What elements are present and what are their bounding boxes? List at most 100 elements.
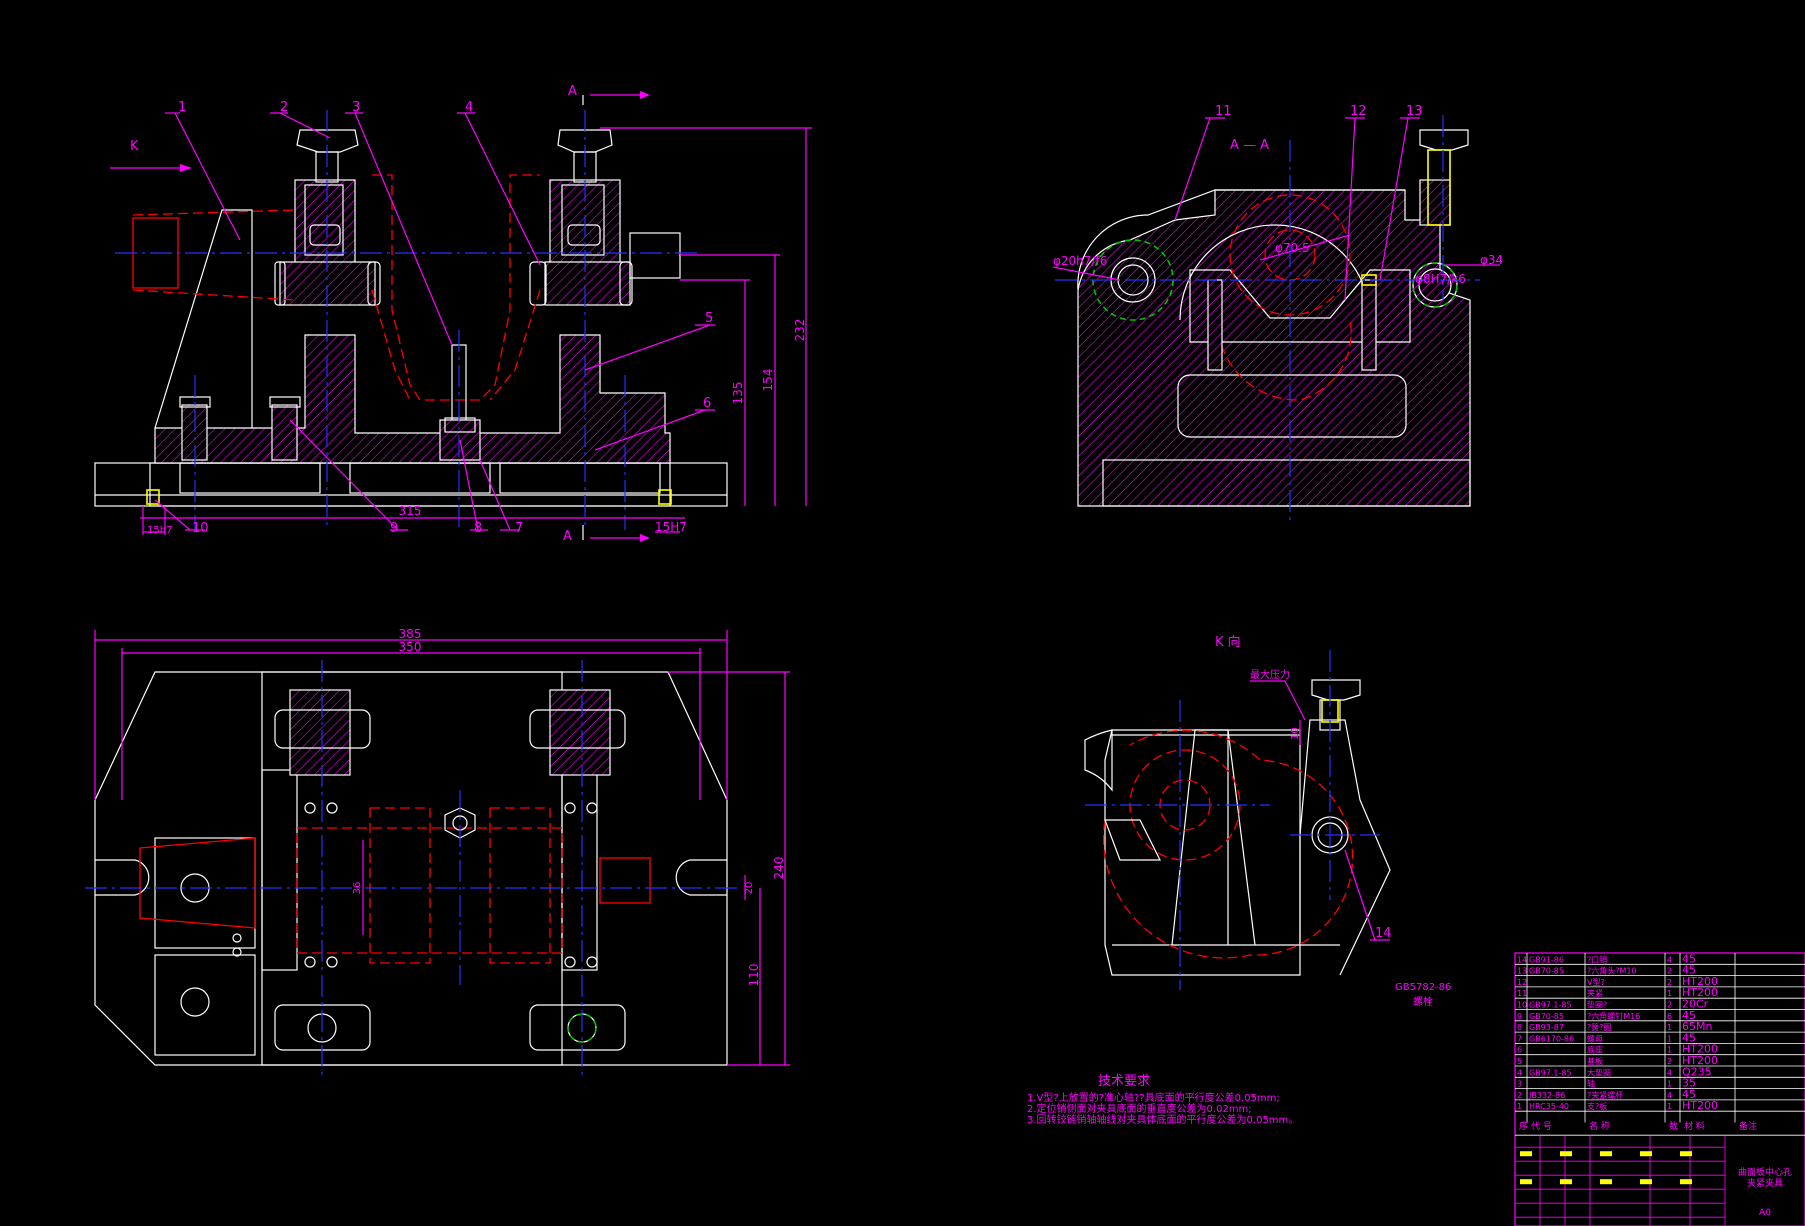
title-block-marker — [1560, 1151, 1572, 1157]
bom-cell: JB332-86 — [1528, 1091, 1565, 1100]
bom-cell: Q235 — [1682, 1065, 1712, 1078]
tech-title: 技术要求 — [1098, 1074, 1150, 1089]
bom-cell: 13 — [1517, 967, 1527, 976]
dim-385: 385 — [399, 627, 422, 641]
bom-cell: 5 — [1517, 1057, 1522, 1066]
title-block-marker — [1520, 1179, 1532, 1185]
title-block-marker — [1640, 1151, 1652, 1157]
part-label-13: 13 — [1406, 104, 1423, 119]
title-block-marker — [1680, 1179, 1692, 1185]
title-block-marker — [1600, 1179, 1612, 1185]
bom-cell: 45 — [1682, 964, 1696, 977]
dim-phi20: φ20h7/f6 — [1053, 254, 1107, 268]
k-std-name: 螺栓 — [1413, 995, 1433, 1008]
bom-cell: 支?板 — [1587, 1101, 1607, 1111]
part-label-11: 11 — [1215, 104, 1232, 119]
bom-cell: 6 — [1667, 1012, 1672, 1021]
dim-315: 315 — [399, 504, 422, 518]
k-dim-10: 10 — [1290, 727, 1301, 740]
bom-cell: GB70-85 — [1529, 1012, 1564, 1021]
bom-cell: 3 — [1517, 1080, 1522, 1089]
title-block-marker — [1640, 1179, 1652, 1185]
bom-cell: 1 — [1667, 1023, 1672, 1032]
bom-cell: GB6170-86 — [1529, 1034, 1574, 1043]
bom-cell: ?夹紧螺杆 — [1587, 1090, 1623, 1100]
part-label-8: 8 — [474, 521, 482, 536]
dim-phi-right: φ8H7/k6 — [1415, 272, 1466, 286]
bom-cell: 夹紧 — [1587, 988, 1603, 998]
title-block-marker — [1680, 1151, 1692, 1157]
bom-header-cell: 备注 — [1739, 1120, 1757, 1132]
dim-phi34: φ34 — [1480, 253, 1503, 267]
bom-cell: HRC35-40 — [1529, 1102, 1569, 1111]
section-mark-a-bottom: A — [563, 529, 572, 544]
bom-cell: HT200 — [1682, 1099, 1718, 1112]
dim-phi70: φ70.5 — [1275, 241, 1310, 255]
bom-cell: ?簧?圈 — [1587, 1022, 1612, 1032]
part-label-3: 3 — [352, 100, 360, 115]
part-label-6: 6 — [703, 396, 711, 411]
drawing-title: 曲面板中心孔 — [1738, 1166, 1792, 1178]
bom-cell: 4 — [1667, 955, 1672, 964]
dim-240: 240 — [772, 857, 786, 880]
part-label-2: 2 — [280, 100, 288, 115]
k-view: K 向 最大压力 10 14 GB5782-86 螺栓 — [1084, 634, 1451, 1008]
bom-cell: 螺母 — [1587, 1033, 1603, 1043]
bom-cell: GB93-87 — [1529, 1023, 1564, 1032]
bom-cell: 12 — [1517, 978, 1527, 987]
part-label-7: 7 — [515, 521, 523, 536]
bom-cell: 2 — [1667, 1057, 1672, 1066]
bom-cell: HT200 — [1682, 1054, 1718, 1067]
part-label-5: 5 — [705, 311, 713, 326]
bom-cell: 7 — [1517, 1034, 1522, 1043]
bom-cell: 65Mn — [1682, 1020, 1712, 1033]
k-std: GB5782-86 — [1395, 982, 1451, 993]
k-view-title: K 向 — [1215, 634, 1241, 650]
bom-cell: 底座 — [1587, 1045, 1603, 1055]
support-plate — [154, 209, 253, 429]
bom-cell: ?口销 — [1587, 954, 1607, 964]
bom-cell: 35 — [1682, 1077, 1696, 1090]
dim-350: 350 — [399, 640, 422, 654]
tech-line-1: 1.V型?上放置的?准心轴??具底面的平行度公差0.05mm; — [1027, 1091, 1280, 1104]
bom-header-cell: 材 料 — [1684, 1120, 1705, 1132]
tech-line-2: 2.定位销侧面对夹具底面的垂直度公差为0.02mm; — [1027, 1102, 1252, 1115]
bom-cell: 轴 — [1587, 1079, 1595, 1089]
dim-110: 110 — [747, 964, 761, 987]
bom-cell: 4 — [1517, 1068, 1522, 1077]
dim-154: 154 — [761, 369, 775, 392]
view-mark-k: K — [130, 139, 139, 154]
bom-cell: 1 — [1667, 1102, 1672, 1111]
bom-cell: 1 — [1667, 989, 1672, 998]
bom-cell: 1 — [1667, 1034, 1672, 1043]
section-aa-view: A — A φ20h7/f6 φ70.5 φ34 φ8H7/k6 — [1052, 104, 1503, 520]
bom-cell: 45 — [1682, 1031, 1696, 1044]
bom-header-cell: 数 — [1669, 1120, 1678, 1132]
title-block-marker — [1600, 1151, 1612, 1157]
bom-cell: 1 — [1667, 1046, 1672, 1055]
bom-header-cell: 名 称 — [1589, 1120, 1610, 1132]
base-plate — [94, 462, 728, 507]
sheet-size: A0 — [1759, 1208, 1771, 1218]
tech-line-3: 3.回转铰链销轴轴线对夹具体底面的平行度公差为0.05mm。 — [1027, 1113, 1298, 1126]
bom-cell: ?六角头?M10 — [1587, 966, 1637, 976]
part-label-9: 9 — [390, 521, 398, 536]
bom-cell: 6 — [1517, 1046, 1522, 1055]
bom-cell: 2 — [1667, 1001, 1672, 1010]
bom-cell: 2 — [1667, 967, 1672, 976]
bom-cell: 45 — [1682, 1088, 1696, 1101]
dim-36: 36 — [352, 882, 363, 895]
bom-cell: HT200 — [1682, 1043, 1718, 1056]
bom-cell: 大垫圈 — [1587, 1067, 1611, 1077]
tech-requirements: 技术要求 1.V型?上放置的?准心轴??具底面的平行度公差0.05mm; 2.定… — [1027, 1074, 1298, 1126]
bom-cell: 45 — [1682, 1009, 1696, 1022]
part-label-14: 14 — [1375, 926, 1392, 941]
hex-nut-left — [296, 129, 359, 153]
bom-cell: 20Cr — [1682, 998, 1709, 1011]
bom-cell: 2 — [1667, 978, 1672, 987]
bom-cell: GB91-86 — [1529, 955, 1564, 964]
dim-20: 20 — [744, 882, 755, 895]
bom-cell: 9 — [1517, 1012, 1522, 1021]
